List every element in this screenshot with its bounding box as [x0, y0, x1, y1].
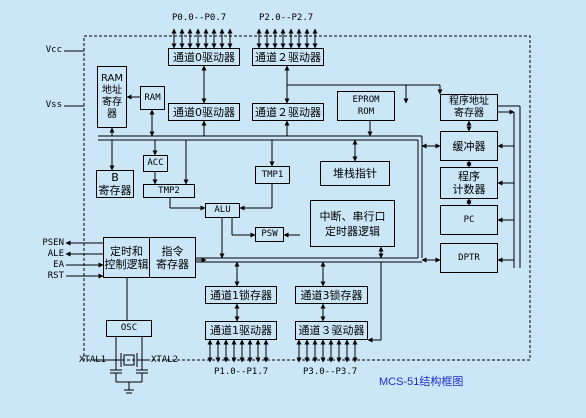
- osc-block: OSC: [106, 320, 152, 337]
- channel1-latch: 通道1锁存器: [205, 286, 277, 304]
- b-register: B 寄存器: [96, 170, 134, 198]
- port-p3-label: P3.0--P3.7: [303, 367, 358, 377]
- ram-address-register: RAM 地址 寄存 器: [97, 66, 127, 128]
- channel1-driver: 通道1驱动器: [205, 321, 277, 340]
- buffer-block: 缓冲器: [440, 131, 498, 161]
- internal-buses: [65, 65, 521, 370]
- psw-block: PSW: [255, 227, 284, 242]
- pin-ea-label: EA: [53, 260, 64, 270]
- vcc-label: Vcc: [45, 45, 62, 55]
- instruction-register: 指令 寄存器: [149, 238, 195, 277]
- ram-block: RAM: [140, 86, 165, 110]
- channel2-driver-top: 通道２驱动器: [252, 48, 324, 66]
- port-p1-label: P1.0--P1.7: [214, 367, 269, 377]
- dptr-block: DPTR: [440, 243, 498, 273]
- pin-psen-label: PSEN: [42, 238, 64, 248]
- xtal2-label: XTAL2: [151, 355, 179, 365]
- alu-block: ALU: [205, 203, 240, 218]
- program-counter: 程序 计数器: [440, 167, 498, 199]
- diagram-caption: MCS-51结构框图: [379, 376, 464, 388]
- timing-control-logic: 定时和 控制逻辑: [104, 244, 149, 271]
- channel3-latch: 通道3锁存器: [295, 286, 368, 304]
- eprom-rom-block: EPROM ROM: [337, 91, 395, 121]
- timing-control-and-instruction-block: 定时和 控制逻辑 指令 寄存器: [103, 237, 196, 278]
- stack-pointer: 堆栈指针: [320, 161, 390, 186]
- channel0-driver-top: 通道0驱动器: [168, 48, 240, 66]
- port-p0-label: P0.0--P0.7: [172, 13, 227, 23]
- acc-block: ACC: [143, 155, 168, 172]
- port-p2-label: P2.0--P2.7: [259, 13, 314, 23]
- xtal1-label: XTAL1: [79, 355, 107, 365]
- port-pin-arrows: [171, 28, 358, 363]
- tmp1-block: TMP1: [255, 166, 290, 184]
- interrupt-serial-timer-logic: 中断、串行口 定时器逻辑: [310, 200, 395, 247]
- program-address-register: 程序地址 寄存器: [440, 94, 498, 121]
- vss-label: Vss: [45, 100, 62, 110]
- pin-ale-label: ALE: [47, 249, 64, 259]
- channel3-driver: 通道３驱动器: [295, 321, 368, 340]
- pc-block: PC: [440, 205, 498, 235]
- tmp2-block: TMP2: [143, 184, 195, 198]
- channel0-driver: 通道0驱动器: [168, 103, 240, 121]
- pin-rst-label: RST: [47, 271, 64, 281]
- channel2-driver: 通道２驱动器: [252, 103, 324, 121]
- crystal-oscillator-symbol: [110, 353, 148, 394]
